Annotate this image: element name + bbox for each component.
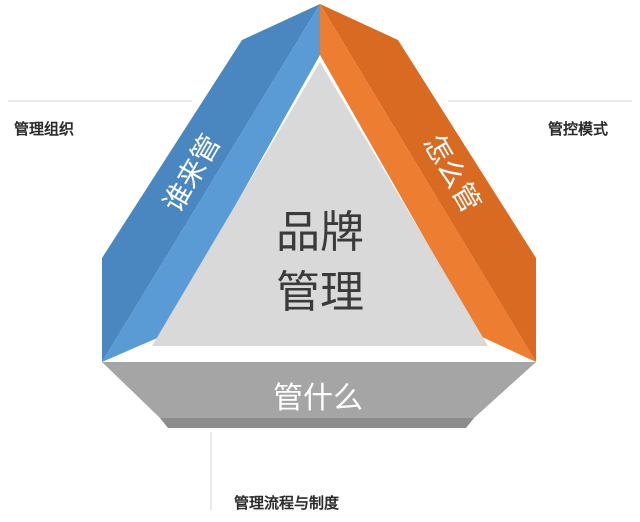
outer-label-left: 管理组织 [14, 120, 75, 138]
outer-label-bottom: 管理流程与制度 [234, 494, 340, 512]
bottom-band [102, 362, 536, 418]
outer-label-right: 管控模式 [548, 120, 609, 138]
center-title-line1: 品牌 [276, 207, 364, 258]
center-title-line2: 管理 [276, 267, 364, 318]
inner-triangle [152, 62, 488, 346]
right-band [320, 4, 536, 362]
bottom-band-label: 管什么 [273, 381, 363, 416]
left-band [102, 4, 320, 362]
bottom-band-edge [160, 418, 474, 428]
